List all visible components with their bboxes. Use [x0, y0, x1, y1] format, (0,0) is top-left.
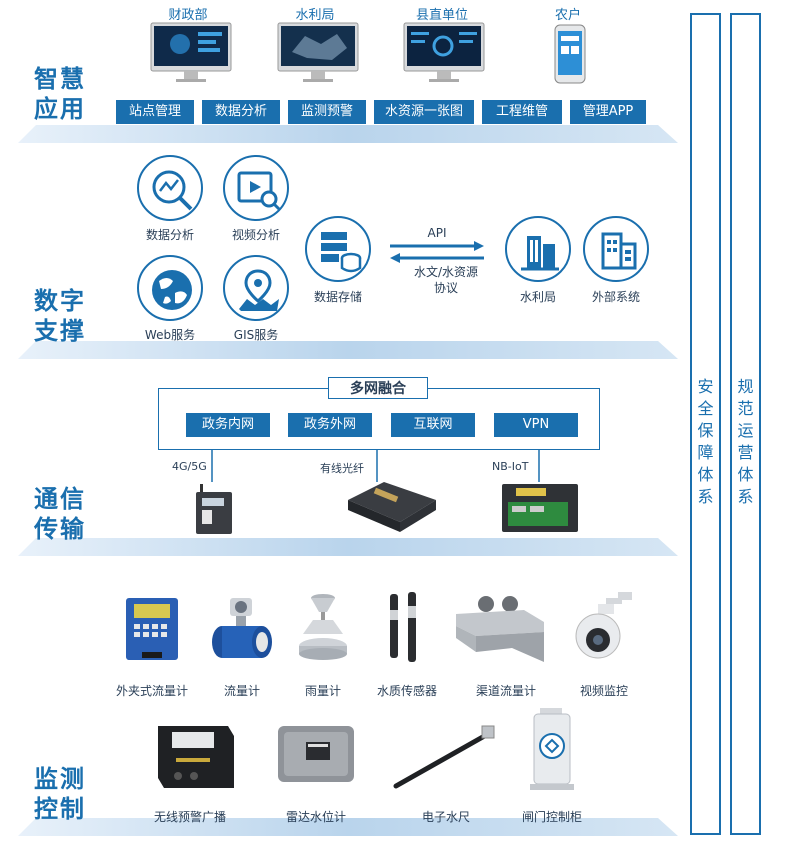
comm-layer-platform	[18, 538, 678, 556]
support-layer-title: 数字支撑	[34, 287, 86, 345]
device-label-video-monitor: 视频监控	[579, 684, 628, 698]
external-system-circle	[583, 216, 649, 282]
ops-char: 营	[737, 443, 754, 462]
water-bureau-circle	[505, 216, 571, 282]
monitor-layer-title: 监测控制	[34, 765, 86, 823]
data-analysis-icon	[152, 170, 193, 211]
multi-network-title: 多网融合	[328, 377, 428, 399]
device-label-rain-gauge: 雨量计	[304, 684, 341, 698]
app-button-station-mgmt[interactable]: 站点管理	[116, 100, 194, 124]
app-layer-platform	[18, 125, 678, 143]
device-label-finance: 财政部	[168, 8, 208, 23]
data-storage-label: 数据存储	[313, 290, 362, 304]
security-char: 障	[697, 443, 714, 462]
network-connectors	[211, 450, 540, 482]
device-label-water-quality: 水质传感器	[376, 684, 437, 698]
monitor-icon	[277, 22, 359, 82]
device-label-flowmeter: 流量计	[223, 684, 260, 698]
app-button-engineering[interactable]: 工程维管	[482, 100, 562, 124]
gis-service-label: GIS服务	[233, 328, 279, 342]
network-vpn[interactable]: VPN	[494, 413, 578, 437]
clamp-flowmeter-icon	[126, 598, 178, 660]
radar-level-gauge-icon	[278, 726, 354, 782]
monitor-layer-platform	[18, 818, 678, 836]
ops-char: 范	[737, 399, 754, 418]
protocol-label: 水文/水资源 协议	[413, 265, 479, 295]
app-button-monitor-alert[interactable]: 监测预警	[288, 100, 366, 124]
external-system-label: 外部系统	[591, 290, 640, 304]
device-label-water-gauge: 电子水尺	[421, 810, 470, 824]
app-button-data-analysis[interactable]: 数据分析	[202, 100, 280, 124]
fiber-terminal-icon	[348, 482, 436, 532]
ops-char: 规	[737, 377, 754, 396]
video-analysis-icon	[237, 171, 281, 211]
rtu-device-icon	[196, 484, 232, 534]
ops-char: 体	[737, 465, 754, 484]
security-char: 全	[697, 399, 714, 418]
device-label-channel-flowmeter: 渠道流量计	[475, 684, 536, 698]
device-label-county: 县直单位	[415, 8, 468, 23]
warning-broadcast-icon	[158, 726, 234, 788]
security-char: 保	[697, 421, 714, 440]
ops-char: 系	[737, 487, 754, 506]
device-label-clamp-flowmeter: 外夹式流量计	[115, 684, 188, 698]
water-quality-sensor-icon	[390, 592, 416, 662]
channel-flowmeter-icon	[456, 596, 544, 662]
flowmeter-icon	[212, 598, 272, 658]
security-char: 系	[697, 487, 714, 506]
video-analysis-label: 视频分析	[231, 228, 280, 242]
building-icon	[521, 236, 559, 271]
security-char: 安	[697, 377, 714, 396]
device-label-gate-cabinet: 闸门控制柜	[521, 810, 582, 824]
nbiot-controller-icon	[502, 484, 578, 532]
device-label-water-bureau: 水利局	[295, 8, 335, 23]
app-layer-title: 智慧应用	[34, 65, 86, 123]
monitor-icon	[150, 22, 232, 82]
support-layer-platform	[18, 341, 678, 359]
app-button-water-map[interactable]: 水资源一张图	[374, 100, 474, 124]
monitor-icon	[403, 22, 485, 82]
bidirectional-arrow-icon	[390, 241, 484, 263]
web-service-circle	[137, 255, 203, 321]
app-button-mgmt-app[interactable]: 管理APP	[570, 100, 646, 124]
api-label: API	[427, 226, 447, 240]
gis-service-circle	[223, 255, 289, 321]
electronic-water-gauge-icon	[393, 725, 495, 789]
device-label-farmer: 农户	[554, 8, 581, 23]
data-analysis-label: 数据分析	[145, 228, 194, 242]
office-building-icon	[601, 232, 637, 270]
network-gov-intranet[interactable]: 政务内网	[186, 413, 270, 437]
database-icon	[321, 232, 362, 273]
phone-icon	[554, 24, 586, 84]
network-gov-extranet[interactable]: 政务外网	[288, 413, 372, 437]
device-label-radar-level: 雷达水位计	[285, 810, 346, 824]
ops-char: 运	[737, 421, 754, 440]
comm-layer-title: 通信传输	[34, 485, 86, 543]
gate-control-cabinet-icon	[530, 708, 574, 790]
globe-icon	[152, 270, 192, 310]
map-pin-icon	[239, 269, 279, 311]
link-label-nbiot: NB-IoT	[492, 460, 529, 473]
video-camera-icon	[575, 592, 632, 659]
video-analysis-circle	[223, 155, 289, 221]
security-system-box: 安 全 保 障 体 系	[690, 13, 721, 835]
security-char: 体	[697, 465, 714, 484]
data-analysis-circle	[137, 155, 203, 221]
rain-gauge-icon	[299, 594, 347, 660]
link-label-fiber: 有线光纤	[320, 462, 364, 475]
data-storage-circle	[305, 216, 371, 282]
web-service-label: Web服务	[144, 328, 196, 342]
device-label-warning-broadcast: 无线预警广播	[153, 810, 226, 824]
network-internet[interactable]: 互联网	[391, 413, 475, 437]
link-label-4g5g: 4G/5G	[172, 460, 207, 473]
water-bureau-label: 水利局	[519, 290, 556, 304]
operations-system-box: 规 范 运 营 体 系	[730, 13, 761, 835]
